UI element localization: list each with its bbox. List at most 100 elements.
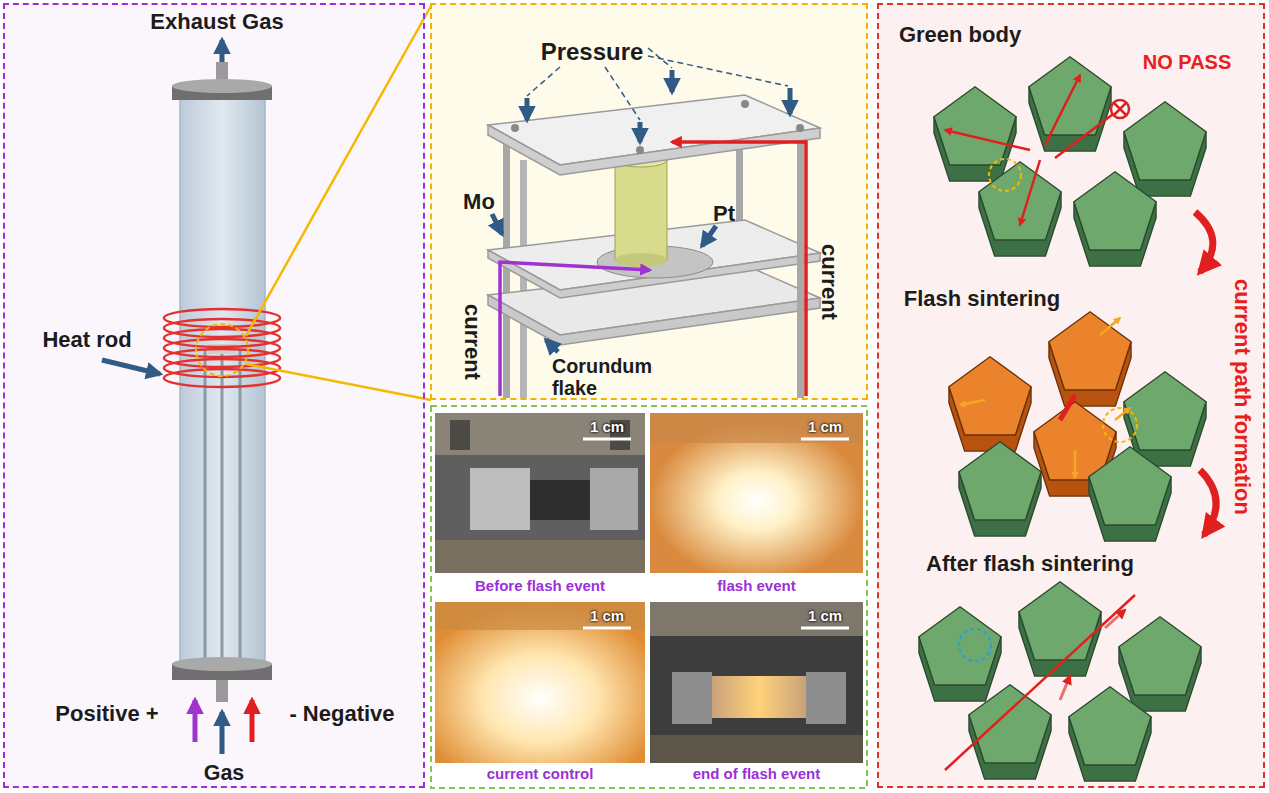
drawing-use <box>1089 447 1171 541</box>
drawing-line <box>1105 610 1125 628</box>
vertical-label: current path formation <box>1230 279 1254 515</box>
drawing-line <box>801 627 849 630</box>
drawing-use <box>949 357 1031 451</box>
drawing-rect <box>435 764 645 786</box>
part-label: After flash sintering <box>926 552 1134 576</box>
drawing-rect <box>431 406 867 788</box>
drawing-g <box>492 70 790 352</box>
scale-label: 1 cm <box>590 419 624 436</box>
vertical-label: current <box>817 244 841 320</box>
drawing-line <box>648 56 788 86</box>
drawing-use <box>1049 312 1131 406</box>
drawing-line <box>583 438 631 441</box>
scale-label: 1 cm <box>808 608 842 625</box>
drawing-line <box>1114 103 1126 115</box>
drawing-rect <box>877 3 1265 788</box>
drawing-circle <box>741 100 749 108</box>
zoom-lines <box>246 6 431 400</box>
drawing-use <box>959 442 1041 536</box>
drawing-use <box>934 87 1016 181</box>
drawing-g <box>960 318 1130 478</box>
drawing-use <box>1029 57 1111 151</box>
drawing-rect <box>650 413 863 573</box>
drawing-rect <box>216 680 228 702</box>
fixture-panel: PressureMoPtcurrentcurrentCorundum flake <box>430 3 868 400</box>
drawing-line <box>1114 103 1126 115</box>
drawing-line <box>204 350 207 665</box>
grain-panel: Green bodyNO PASSFlash sinteringAfter fl… <box>877 3 1265 788</box>
part-label: NO PASS <box>1143 51 1232 73</box>
drawing-line <box>1020 160 1040 225</box>
drawing-rect <box>650 413 863 443</box>
panel-grounds <box>3 3 1265 788</box>
drawing-rect <box>712 676 806 718</box>
drawing-rect <box>180 95 265 670</box>
part-label: Flash sintering <box>904 287 1060 311</box>
drawing-line <box>220 40 225 62</box>
drawing-rect <box>435 602 645 763</box>
drawing-circle <box>1111 100 1129 118</box>
drawing-path <box>1195 212 1213 272</box>
drawing-rect <box>435 602 645 630</box>
drawing-line <box>1060 395 1075 420</box>
drawing-path <box>672 142 806 396</box>
drawing-rect <box>530 480 590 520</box>
drawing-line <box>605 67 640 120</box>
drawing-line <box>670 70 675 92</box>
part-label: Heat rod <box>42 328 131 352</box>
fixture-drawing <box>488 48 820 398</box>
drawing-line <box>788 88 793 114</box>
drawing-line <box>1100 318 1120 335</box>
part-label: Pt <box>713 202 735 226</box>
drawing-line <box>525 98 530 120</box>
drawing-rect <box>430 3 868 400</box>
photo-images <box>435 413 863 786</box>
drawing-line <box>220 712 225 754</box>
part-label: Pressure <box>541 39 644 65</box>
drawing-line <box>945 130 1030 150</box>
vertical-label: current <box>460 304 484 380</box>
photo-caption: current control <box>487 766 594 783</box>
drawing-line <box>945 595 1135 770</box>
drawing-use <box>969 685 1051 779</box>
drawing-line <box>527 67 560 96</box>
drawing-rect <box>450 420 470 450</box>
furnace-panel: Exhaust GasHeat rodPositive +- NegativeG… <box>3 3 425 788</box>
drawing-circle <box>1103 408 1137 442</box>
drawing-polygon <box>488 295 820 345</box>
drawing-ellipse <box>164 369 280 387</box>
scale-label: 1 cm <box>590 608 624 625</box>
drawing-line <box>638 122 643 142</box>
part-label: Positive + <box>55 702 158 726</box>
drawing-line <box>492 214 502 234</box>
drawing-rect <box>435 540 645 573</box>
photo-caption: flash event <box>717 578 795 595</box>
drawing-rect <box>470 468 530 530</box>
photo-tile: 1 cmend of flash event <box>650 602 863 786</box>
drawing-line <box>246 364 431 400</box>
drawing-ellipse <box>172 657 272 671</box>
photo-caption: Before flash event <box>475 578 605 595</box>
drawing-rect <box>590 468 638 530</box>
drawing-line <box>1074 450 1077 478</box>
drawing-ellipse <box>172 79 272 93</box>
drawing-circle <box>959 629 991 661</box>
drawing-rect <box>806 672 846 724</box>
drawing-line <box>583 627 631 630</box>
drawing-rect <box>650 764 863 786</box>
scale-label: 1 cm <box>808 419 842 436</box>
drawing-line <box>239 350 242 665</box>
drawing-use <box>1119 617 1201 711</box>
drawing-line <box>250 700 255 742</box>
drawing-rect <box>797 140 804 398</box>
drawing-path <box>1200 470 1216 535</box>
drawing-rect <box>435 413 645 455</box>
drawing-circle <box>511 124 519 132</box>
drawing-use <box>1069 687 1151 781</box>
drawing-line <box>1115 408 1130 420</box>
drawing-g <box>583 439 849 628</box>
drawing-g <box>1060 610 1125 700</box>
drawing-line <box>102 360 160 374</box>
drawing-circle <box>196 324 248 376</box>
